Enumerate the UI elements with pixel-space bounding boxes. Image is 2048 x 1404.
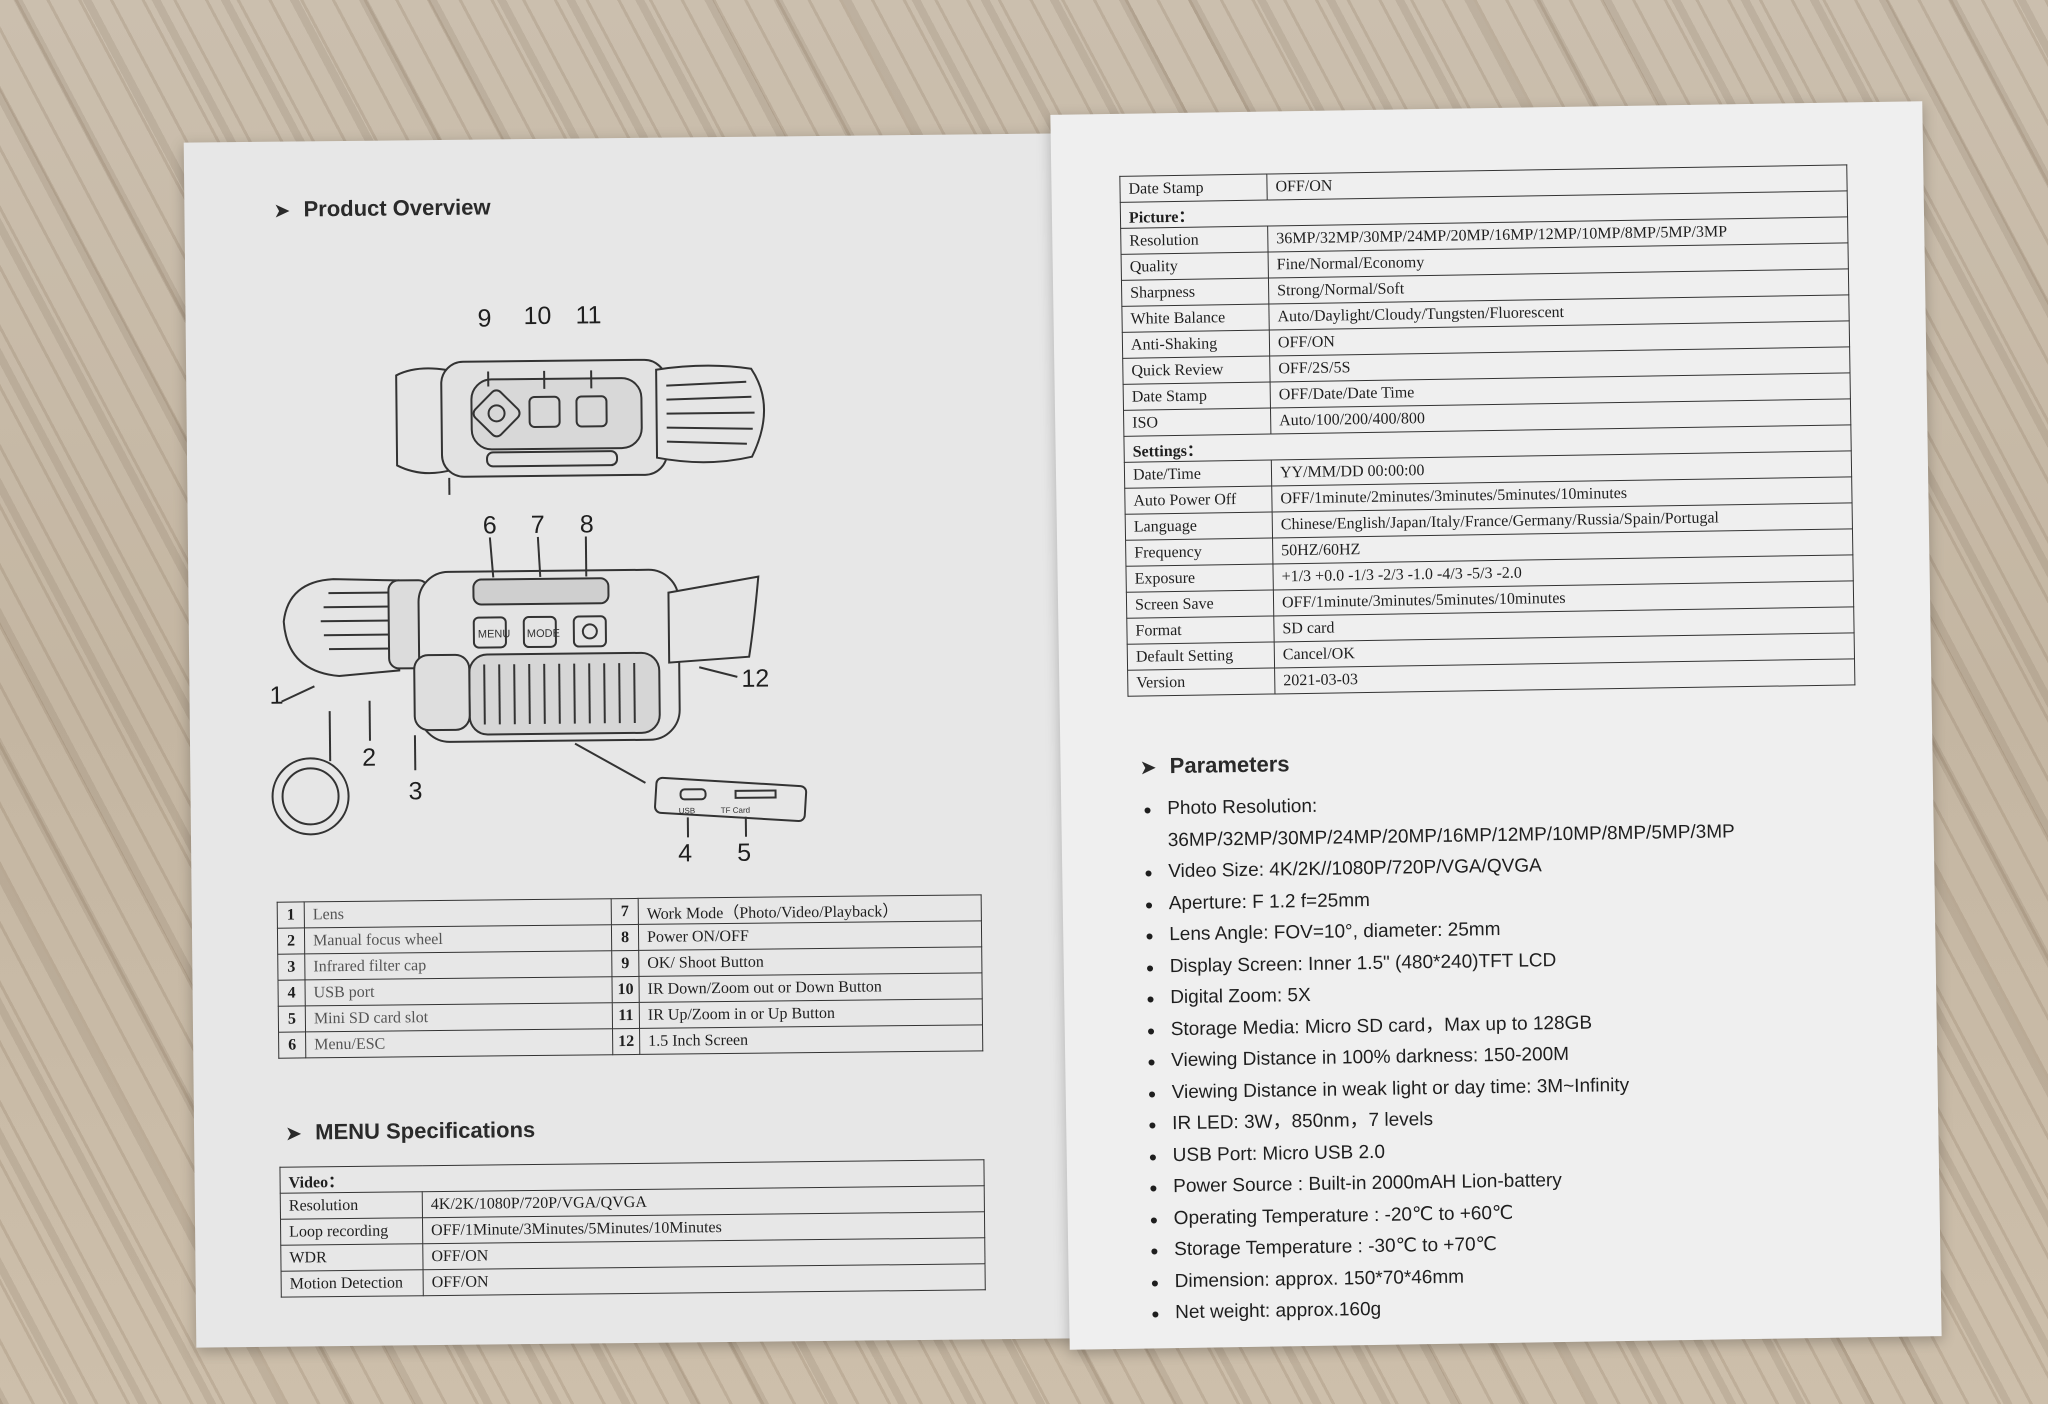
part-label: Power ON/OFF [638,920,982,951]
callout-7: 7 [530,510,545,540]
arrow-bullet-icon: ➤ [285,1123,302,1144]
param-text: Video Size: 4K/2K//1080P/720P/VGA/QVGA [1168,855,1542,883]
part-number: 7 [611,898,639,925]
param-text: IR LED: 3W，850nm，7 levels [1172,1109,1434,1135]
spec-key: Frequency [1125,537,1273,567]
mode-button-label: MODE [527,628,560,640]
param-text: Dimension: approx. 150*70*46mm [1174,1266,1465,1292]
param-text: Net weight: approx.160g [1175,1298,1382,1324]
parameters-heading: ➤ Parameters [1140,751,1289,779]
part-number: 3 [277,953,305,981]
part-label: IR Down/Zoom out or Down Button [638,972,983,1003]
spec-key: Language [1125,511,1273,541]
callout-9: 9 [477,304,492,333]
spec-key: WDR [280,1243,424,1272]
part-label: 1.5 Inch Screen [639,1024,983,1055]
param-text: Operating Temperature : -20℃ to +60℃ [1173,1202,1514,1229]
spec-key: Resolution [1120,226,1269,255]
part-number: 4 [277,979,306,1007]
part-number: 1 [277,901,305,929]
param-text: Storage Media: Micro SD card，Max up to 1… [1170,1012,1593,1040]
part-label: OK/ Shoot Button [638,946,982,977]
parameters-title: Parameters [1169,751,1290,779]
param-text: 36MP/32MP/30MP/24MP/20MP/16MP/12MP/10MP/… [1167,820,1735,851]
callout-8: 8 [579,510,594,539]
part-label: Menu/ESC [305,1028,613,1058]
callout-2: 2 [362,743,377,772]
param-text: USB Port: Micro USB 2.0 [1172,1141,1386,1166]
spec-key: Auto Power Off [1124,485,1273,515]
spec-key: Resolution [280,1191,423,1220]
param-text: Viewing Distance in 100% darkness: 150-2… [1171,1043,1570,1072]
device-top-view [395,358,766,495]
callout-12: 12 [741,664,770,693]
part-label: Lens [304,898,612,928]
callout-4: 4 [678,839,693,868]
usb-port-label: USB [679,806,696,815]
device-diagram: MENU MODE USB TF Card [271,358,808,838]
param-text: Display Screen: Inner 1.5" (480*240)TFT … [1169,949,1557,977]
param-text: Power Source : Built-in 2000mAH Lion-bat… [1173,1170,1562,1198]
param-text: Digital Zoom: 5X [1170,984,1311,1009]
part-label: Manual focus wheel [304,924,612,954]
spec-key: Default Setting [1127,641,1275,671]
part-number: 2 [277,927,305,955]
part-number: 12 [612,1028,640,1055]
part-number: 8 [611,924,639,951]
param-text: Photo Resolution: [1167,795,1318,820]
callout-11: 11 [575,301,602,330]
spec-key: Date/Time [1124,459,1272,489]
spec-key: Motion Detection [281,1269,424,1298]
spec-key: Sharpness [1121,278,1269,307]
left-page: ➤Product Overview [183,133,1077,1348]
callout-10: 10 [523,301,552,331]
part-label: Infrared filter cap [304,950,612,980]
device-side-view [271,536,808,838]
spec-key: Quality [1121,252,1269,281]
part-number: 5 [278,1005,306,1033]
spec-key: Anti-Shaking [1122,330,1270,359]
callout-1: 1 [269,681,284,710]
spec-value: OFF/ON [423,1263,986,1296]
spec-key: Format [1126,615,1275,645]
spec-key: Exposure [1125,563,1274,593]
spec-key: Date Stamp [1119,174,1268,203]
part-number: 11 [612,1002,640,1029]
spec-key: Screen Save [1126,589,1274,619]
arrow-bullet-icon: ➤ [1140,757,1156,778]
menu-button-label: MENU [478,628,511,640]
param-text: Aperture: F 1.2 f=25mm [1168,889,1371,914]
spec-key: Quick Review [1122,356,1271,385]
spec-key: Version [1127,667,1275,697]
menu-specifications-heading: ➤ MENU Specifications [286,1117,535,1146]
part-label: Mini SD card slot [305,1002,613,1032]
part-number: 9 [611,950,639,977]
spec-key: White Balance [1121,304,1270,333]
param-text: Viewing Distance in weak light or day ti… [1171,1074,1630,1103]
param-text: Storage Temperature : -30℃ to +70℃ [1174,1234,1498,1261]
menu-specifications-title: MENU Specifications [315,1117,536,1145]
spec-key: Loop recording [280,1217,423,1246]
callout-5: 5 [737,838,752,867]
spec-key: ISO [1123,408,1271,437]
part-number: 10 [611,976,640,1003]
callout-3: 3 [408,777,423,806]
part-label: IR Up/Zoom in or Up Button [639,998,983,1029]
part-label: Work Mode（Photo/Video/Playback） [638,894,982,925]
part-label: USB port [304,976,613,1006]
param-text: Lens Angle: FOV=10°, diameter: 25mm [1169,918,1501,946]
spec-key: Date Stamp [1123,382,1271,411]
parameters-list: ●Photo Resolution: 36MP/32MP/30MP/24MP/2… [1143,784,1742,1329]
parts-table: 1 Lens 7 Work Mode（Photo/Video/Playback）… [277,894,984,1059]
tf-card-label: TF Card [721,806,750,815]
callout-6: 6 [482,511,497,540]
part-number: 6 [278,1031,306,1059]
